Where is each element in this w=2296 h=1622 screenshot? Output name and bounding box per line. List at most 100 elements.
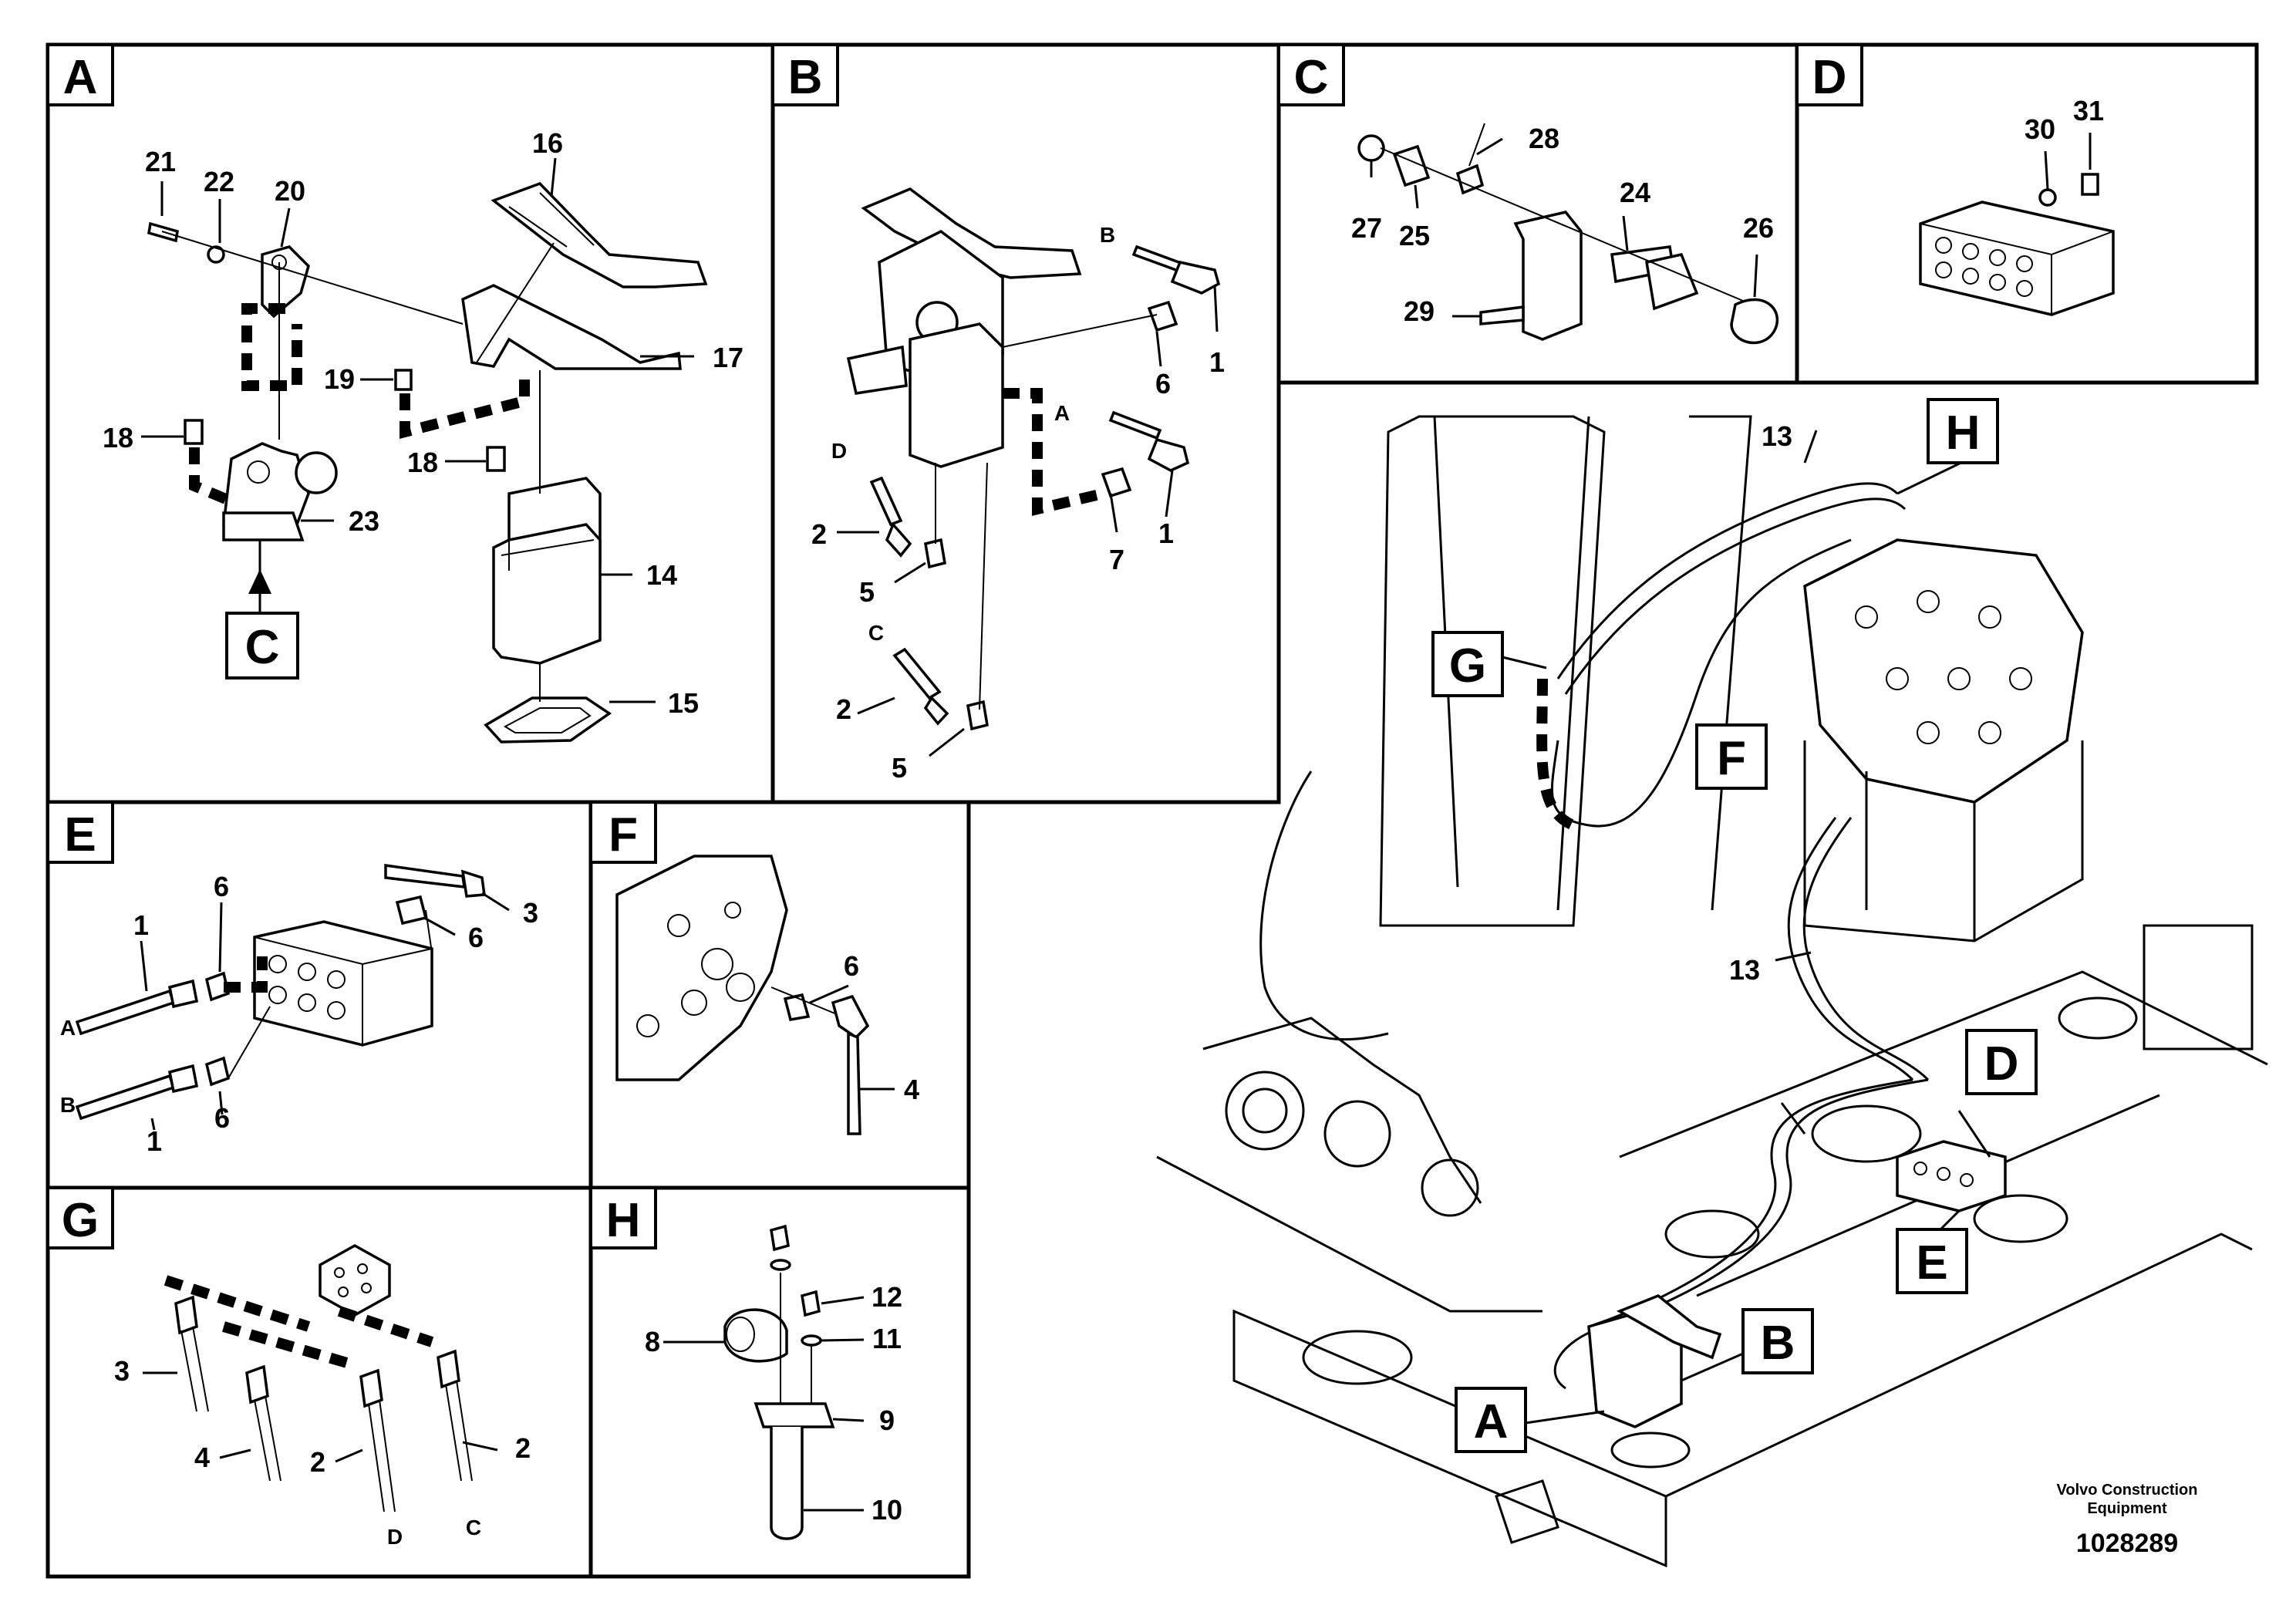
view-f-drawing <box>615 855 895 1135</box>
view-c-part-27: 27 <box>1351 212 1382 244</box>
view-b-port-b: B <box>1100 223 1115 247</box>
document-footer: Volvo Construction Equipment 1028289 <box>2057 1482 2198 1558</box>
view-title-b: B <box>788 51 823 104</box>
view-h-part-8: 8 <box>645 1326 660 1357</box>
view-b-part-2-upper: 2 <box>811 518 827 550</box>
panel-frames <box>46 42 2259 1579</box>
view-title-d: D <box>1812 51 1847 104</box>
view-b-labels: 1 6 1 7 2 5 2 5 B A D C <box>811 223 1225 784</box>
view-a-part-17: 17 <box>713 342 743 373</box>
view-title-h: H <box>606 1194 641 1247</box>
view-g-port-d: D <box>387 1525 403 1549</box>
view-b-part-6: 6 <box>1155 368 1171 400</box>
view-g-labels: 3 4 2 2 D C <box>114 1355 531 1549</box>
main-ref-f: F <box>1717 732 1746 785</box>
view-e-part-1-lower: 1 <box>147 1125 162 1157</box>
view-a-part-15: 15 <box>668 687 699 719</box>
view-h-part-11: 11 <box>872 1323 902 1354</box>
view-a-part-18-left: 18 <box>103 422 133 454</box>
view-tab-h: H <box>589 1186 657 1249</box>
view-e-port-a: A <box>60 1016 76 1040</box>
view-c-part-29: 29 <box>1404 295 1435 327</box>
view-g-part-4: 4 <box>194 1442 210 1473</box>
view-f-part-6: 6 <box>844 950 859 982</box>
view-tab-e: E <box>46 801 114 864</box>
view-h-labels: 12 11 8 9 10 <box>645 1281 902 1526</box>
view-a-part-14: 14 <box>646 559 677 591</box>
view-a-part-21: 21 <box>145 146 176 177</box>
view-b-port-a: A <box>1054 401 1070 425</box>
view-e-part-6-upper: 6 <box>214 871 229 902</box>
view-e-labels: 1 6 3 6 6 1 A B <box>60 871 538 1157</box>
view-e-part-1-upper: 1 <box>133 909 149 941</box>
view-h-drawing <box>663 1224 865 1540</box>
view-a-part-16: 16 <box>532 127 563 159</box>
view-d-part-31: 31 <box>2073 95 2104 126</box>
view-d-drawing <box>1919 133 2115 316</box>
view-title-g: G <box>62 1194 99 1247</box>
view-f-labels: 6 4 <box>844 950 919 1105</box>
view-g-part-2-right: 2 <box>515 1432 531 1464</box>
view-b-part-1-upper: 1 <box>1209 346 1225 378</box>
view-f-part-4: 4 <box>904 1074 919 1105</box>
view-b-part-2-lower: 2 <box>836 693 851 725</box>
view-c-labels: 28 24 26 27 25 29 <box>1351 123 1774 327</box>
view-c-drawing <box>1357 123 1779 345</box>
view-a-part-20: 20 <box>275 175 305 207</box>
main-ref-g: G <box>1449 639 1486 693</box>
document-number: 1028289 <box>2076 1529 2178 1558</box>
view-title-f: F <box>609 808 638 862</box>
view-a-part-22: 22 <box>204 166 234 197</box>
view-tab-c: C <box>1277 43 1345 106</box>
main-ref-d: D <box>1984 1037 2019 1091</box>
view-h-part-12: 12 <box>872 1281 902 1313</box>
view-tab-d: D <box>1795 43 1863 106</box>
view-c-part-26: 26 <box>1743 212 1774 244</box>
view-g-part-3: 3 <box>114 1355 130 1387</box>
view-b-part-1-lower: 1 <box>1158 518 1174 549</box>
maker-line-1: Volvo Construction <box>2057 1482 2198 1499</box>
view-e-port-b: B <box>60 1093 76 1117</box>
view-tab-b: B <box>771 43 839 106</box>
view-a-part-23: 23 <box>349 505 379 537</box>
view-c-part-24: 24 <box>1620 177 1650 208</box>
view-e-drawing <box>75 863 510 1131</box>
view-a-part-18-right: 18 <box>407 447 438 478</box>
main-part-13-upper: 13 <box>1762 420 1792 452</box>
view-e-part-3: 3 <box>523 897 538 929</box>
view-b-part-7: 7 <box>1109 544 1124 575</box>
view-tab-a: A <box>46 43 114 106</box>
view-b-part-5-lower: 5 <box>892 752 907 784</box>
view-d-part-30: 30 <box>2025 113 2055 145</box>
view-a-ref-c: C <box>245 621 280 674</box>
view-g-part-2-mid: 2 <box>310 1446 325 1478</box>
view-a-drawing <box>141 157 708 744</box>
view-e-part-6-lower: 6 <box>214 1102 230 1134</box>
main-machine-drawing <box>1156 415 2268 1568</box>
view-tab-g: G <box>46 1186 114 1249</box>
view-d-labels: 30 31 <box>2025 95 2104 145</box>
view-c-part-28: 28 <box>1529 123 1559 154</box>
view-b-port-c: C <box>868 621 884 645</box>
main-machine-labels: 13 13 H G F D E B A <box>1431 398 2038 1453</box>
view-a-labels: 21 22 20 16 19 17 18 18 23 14 15 C <box>103 127 743 719</box>
view-b-drawing <box>837 187 1221 757</box>
main-ref-h: H <box>1946 406 1981 460</box>
main-ref-e: E <box>1916 1236 1947 1290</box>
view-title-e: E <box>64 808 96 862</box>
view-title-a: A <box>63 51 98 104</box>
view-e-part-6-right: 6 <box>468 922 484 953</box>
view-g-drawing <box>143 1243 498 1512</box>
view-title-c: C <box>1294 51 1329 104</box>
view-g-port-c: C <box>466 1516 481 1539</box>
main-part-13-lower: 13 <box>1729 954 1760 986</box>
view-h-part-9: 9 <box>879 1404 895 1436</box>
view-a-part-19: 19 <box>324 363 355 395</box>
view-b-port-d: D <box>831 439 847 463</box>
view-h-part-10: 10 <box>872 1494 902 1526</box>
view-c-part-25: 25 <box>1399 220 1430 251</box>
main-ref-b: B <box>1761 1317 1795 1370</box>
maker-line-2: Equipment <box>2087 1500 2167 1517</box>
view-b-part-5-upper: 5 <box>859 576 875 608</box>
